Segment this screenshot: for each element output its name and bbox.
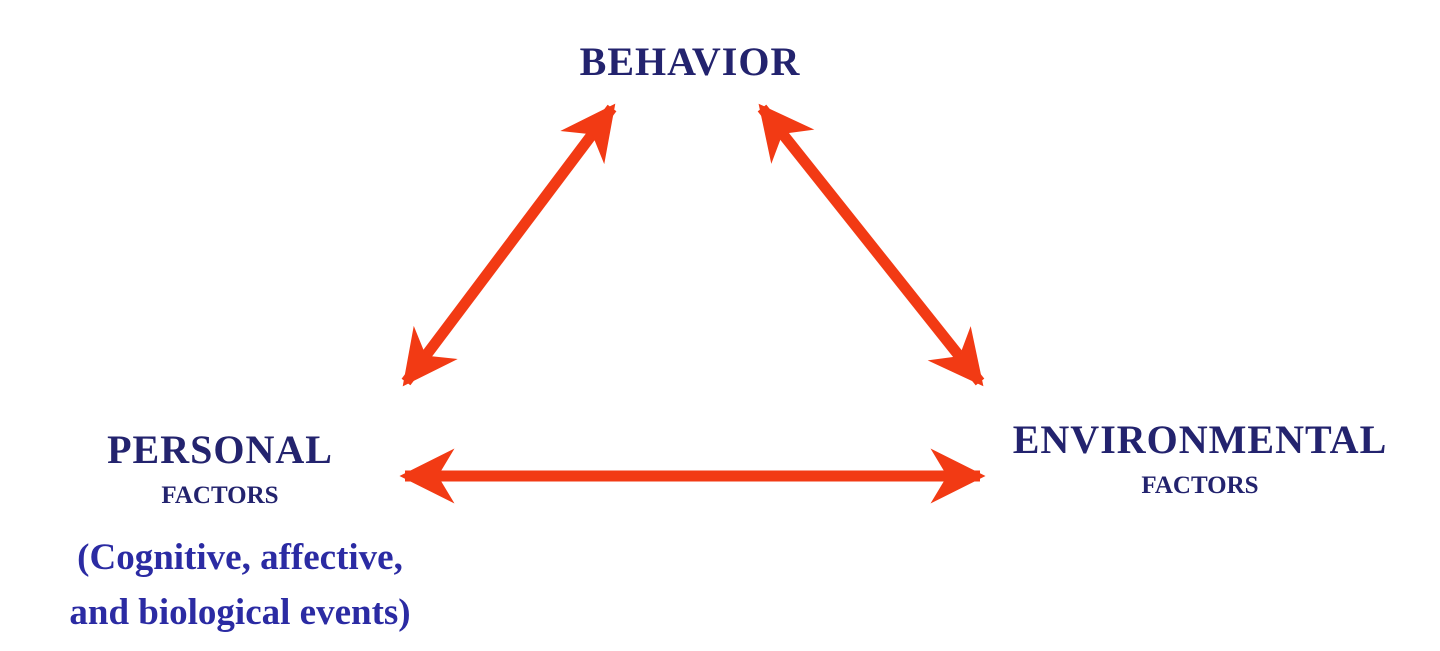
personal-factors-label: FACTORS (161, 482, 279, 509)
personal-label: PERSONAL (107, 427, 333, 472)
personal-detail-line1: (Cognitive, affective, (77, 537, 403, 578)
arrow-behavior-environmental (757, 103, 985, 387)
personal-detail-line2: and biological events) (69, 592, 411, 633)
behavior-label: BEHAVIOR (579, 39, 801, 84)
environmental-label: ENVIRONMENTAL (1012, 417, 1388, 462)
arrow-behavior-personal (401, 103, 617, 387)
environmental-factors-label: FACTORS (1141, 472, 1259, 499)
